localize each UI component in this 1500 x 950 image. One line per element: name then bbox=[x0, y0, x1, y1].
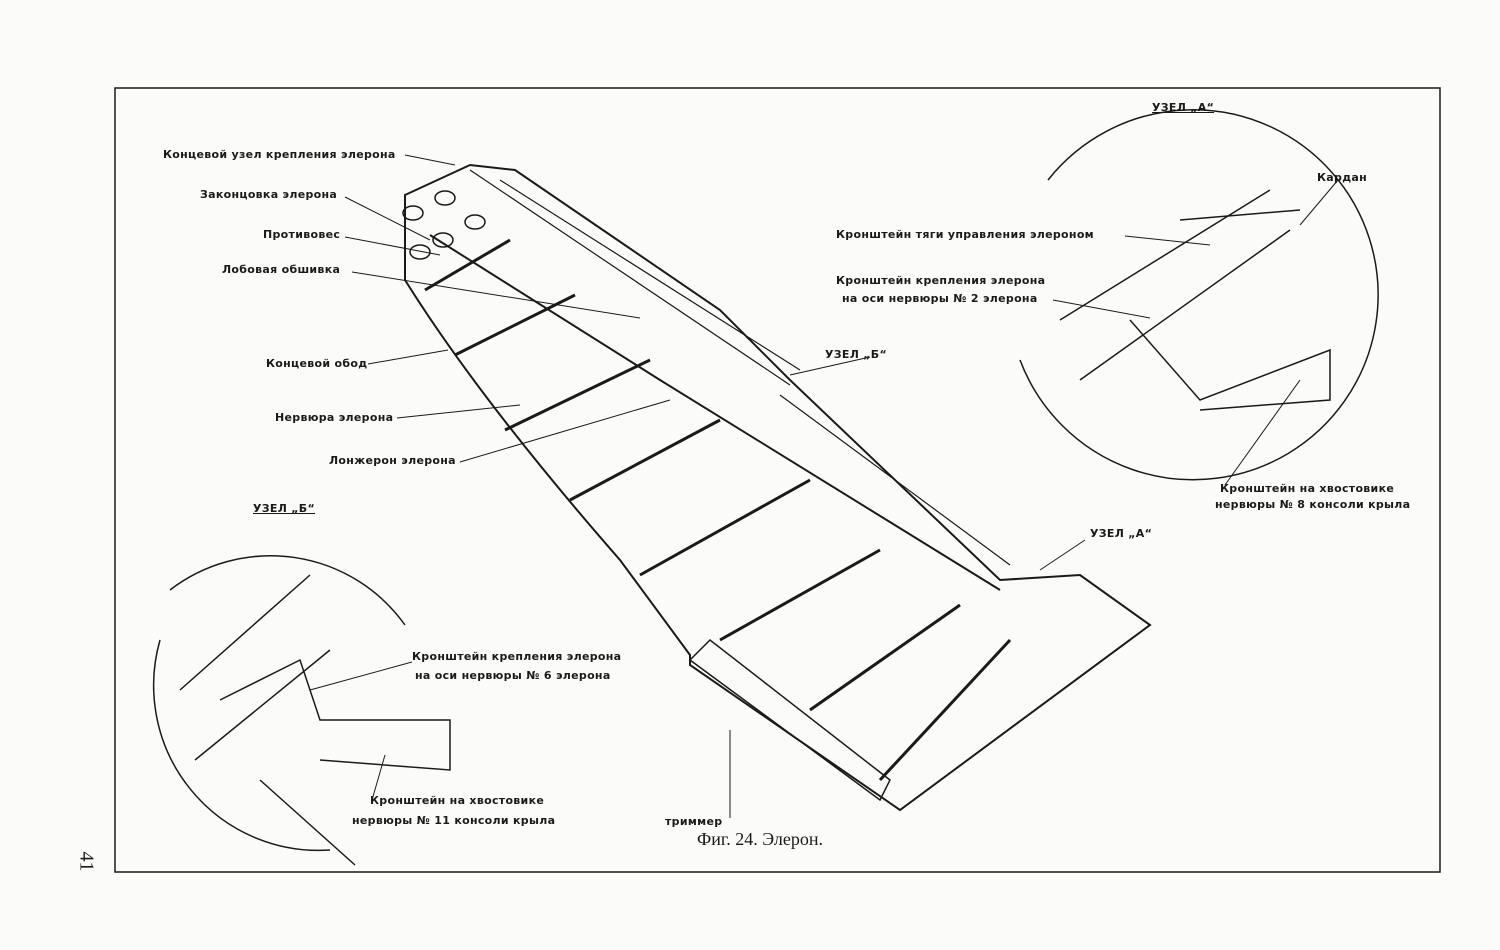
node-b-title: УЗЕЛ „Б“ bbox=[253, 502, 316, 515]
node-a-title: УЗЕЛ „А“ bbox=[1152, 101, 1215, 114]
leader-lines bbox=[309, 154, 1339, 818]
counterweight-discs bbox=[402, 190, 486, 260]
figure-caption: Фиг. 24. Элерон. bbox=[697, 829, 823, 849]
trimmer bbox=[688, 639, 891, 802]
node-a-mount-bracket-1: Кронштейн крепления элерона bbox=[836, 274, 1046, 287]
node-a-tail-bracket-2: нервюры № 8 консоли крыла bbox=[1215, 498, 1411, 511]
node-b-mount-bracket-2: на оси нервюры № 6 элерона bbox=[415, 669, 611, 682]
aileron-outline bbox=[404, 163, 1152, 812]
node-a-detail-circle bbox=[1019, 109, 1379, 481]
node-a-cardan: Кардан bbox=[1317, 171, 1367, 184]
label-node-b-ref: УЗЕЛ „Б“ bbox=[825, 348, 888, 361]
aileron-ribs bbox=[424, 238, 1012, 782]
node-b-mount-bracket-1: Кронштейн крепления элерона bbox=[412, 650, 622, 663]
label-leading-skin: Лобовая обшивка bbox=[222, 263, 341, 276]
node-b-tail-bracket-2: нервюры № 11 консоли крыла bbox=[352, 814, 556, 827]
node-a-detail bbox=[1059, 189, 1331, 411]
node-b-detail bbox=[179, 574, 451, 866]
label-tip-fitting: Концевой узел крепления элерона bbox=[163, 148, 396, 161]
leading-edge bbox=[469, 169, 1011, 566]
label-rib: Нервюра элерона bbox=[275, 411, 394, 424]
page-number: 41 bbox=[75, 851, 98, 872]
label-counterweight: Противовес bbox=[263, 228, 341, 241]
node-a-control-rod-bracket: Кронштейн тяги управления элероном bbox=[836, 228, 1094, 241]
node-b-tail-bracket-1: Кронштейн на хвостовике bbox=[370, 794, 545, 807]
label-tip-rim: Концевой обод bbox=[266, 357, 368, 370]
label-tip-fairing: Законцовка элерона bbox=[200, 188, 338, 201]
label-node-a-ref: УЗЕЛ „А“ bbox=[1090, 527, 1153, 540]
label-spar: Лонжерон элерона bbox=[329, 454, 456, 467]
node-a-tail-bracket-1: Кронштейн на хвостовике bbox=[1220, 482, 1395, 495]
node-b-detail-circle bbox=[152, 555, 406, 852]
aileron-spar bbox=[429, 234, 1001, 591]
page-frame bbox=[114, 87, 1441, 873]
node-a-mount-bracket-2: на оси нервюры № 2 элерона bbox=[842, 292, 1038, 305]
label-trimmer: триммер bbox=[665, 815, 723, 828]
